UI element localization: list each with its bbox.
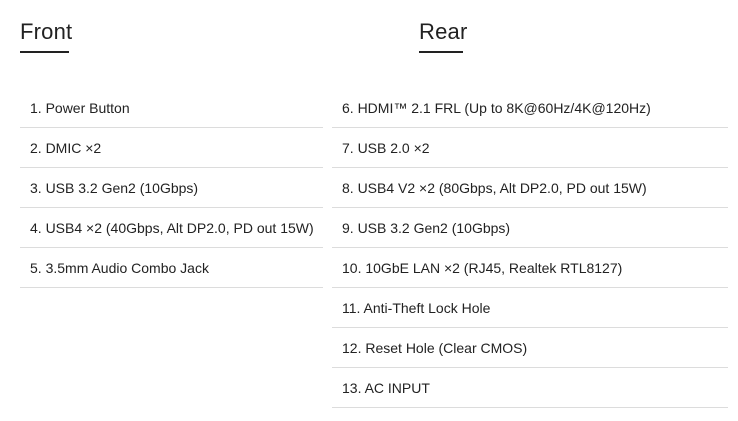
front-spec-item: 1. Power Button <box>20 88 323 128</box>
rear-spec-list: 6. HDMI™ 2.1 FRL (Up to 8K@60Hz/4K@120Hz… <box>332 88 728 408</box>
rear-spec-item: 12. Reset Hole (Clear CMOS) <box>332 328 728 368</box>
front-spec-list: 1. Power Button 2. DMIC ×2 3. USB 3.2 Ge… <box>20 88 323 288</box>
front-title-underline <box>20 51 69 53</box>
rear-spec-item: 8. USB4 V2 ×2 (80Gbps, Alt DP2.0, PD out… <box>332 168 728 208</box>
front-spec-item: 5. 3.5mm Audio Combo Jack <box>20 248 323 288</box>
rear-spec-item: 11. Anti-Theft Lock Hole <box>332 288 728 328</box>
front-spec-item: 2. DMIC ×2 <box>20 128 323 168</box>
rear-spec-item: 9. USB 3.2 Gen2 (10Gbps) <box>332 208 728 248</box>
front-spec-item: 3. USB 3.2 Gen2 (10Gbps) <box>20 168 323 208</box>
rear-spec-item: 7. USB 2.0 ×2 <box>332 128 728 168</box>
rear-spec-item: 10. 10GbE LAN ×2 (RJ45, Realtek RTL8127) <box>332 248 728 288</box>
rear-spec-item: 13. AC INPUT <box>332 368 728 408</box>
rear-spec-item: 6. HDMI™ 2.1 FRL (Up to 8K@60Hz/4K@120Hz… <box>332 88 728 128</box>
front-title: Front <box>20 19 73 44</box>
rear-title-underline <box>419 51 463 53</box>
front-spec-item: 4. USB4 ×2 (40Gbps, Alt DP2.0, PD out 15… <box>20 208 323 248</box>
rear-title: Rear <box>419 19 468 44</box>
